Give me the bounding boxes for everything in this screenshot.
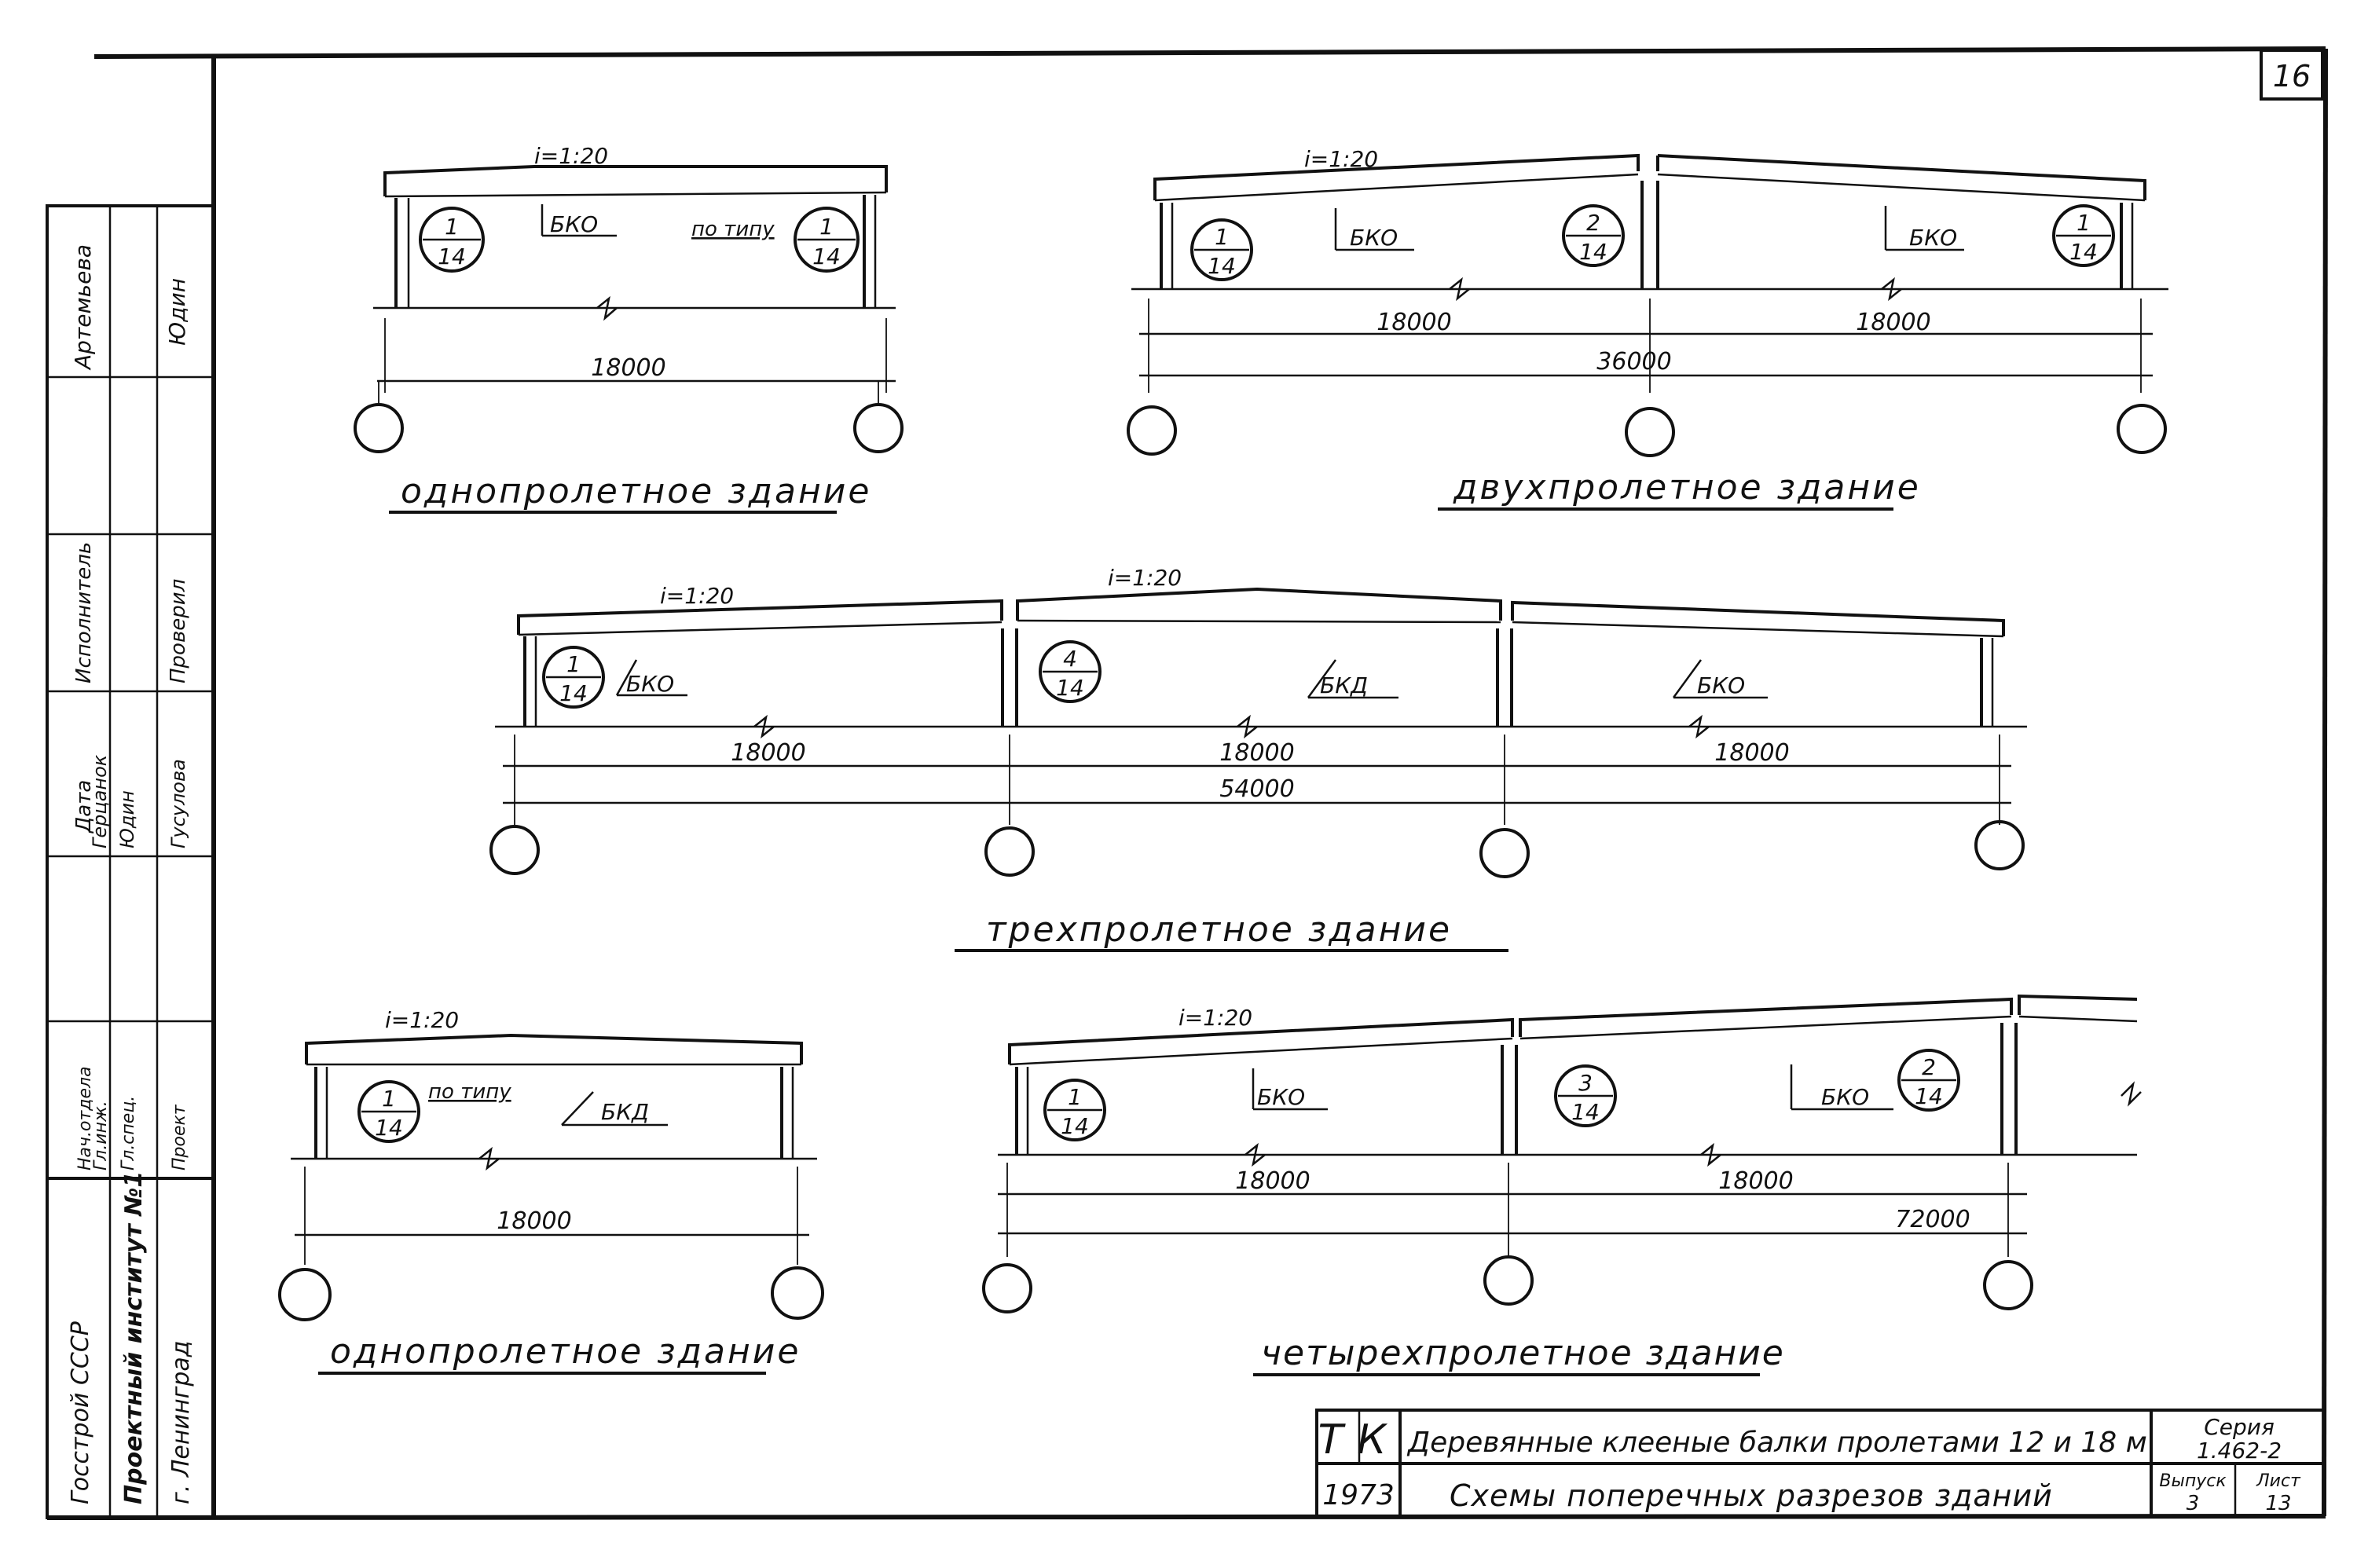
circle-num: 1 [819,214,834,240]
span-dim-1: 18000 [1235,1167,1310,1195]
stamp-label-1: Юдин [164,278,190,346]
title-code: ТК [1318,1416,1401,1464]
stamp-label-10: Гл.спец. [119,1096,138,1171]
circle-num: 1 [2077,210,2091,236]
org-line-2: Проектный институт №1 [120,1171,148,1504]
dim-total: 36000 [1596,348,1671,376]
circle-num: 1 [445,214,459,240]
circle-den: 14 [375,1115,403,1141]
circle-den: 14 [1061,1113,1089,1139]
span-dim-2: 18000 [1219,739,1294,767]
slope-label: i=1:20 [660,583,734,609]
title-year: 1973 [1322,1479,1395,1511]
circle-num: 1 [566,651,581,677]
span-dim-3: 18000 [1714,739,1789,767]
circle-num: 1 [1068,1084,1082,1110]
beam-label: БКО [1257,1084,1305,1110]
scheme-three-span: i=1:20 i=1:20 18000 18000 18000 54000 [489,565,2027,952]
stamp-label-11: Проект [170,1104,189,1171]
beam-label: БКД [601,1099,649,1125]
series-label: Серия [2204,1414,2275,1440]
dim-total: 18000 [497,1207,571,1235]
page-number-box: 16 [2260,49,2324,101]
beam-label: БКО [1697,672,1745,698]
circle-num: 2 [1586,210,1600,236]
circle-num: 3 [1578,1070,1593,1096]
stamp-label-7: Гусулова [167,759,189,848]
stamp-label-6: Юдин [116,790,138,848]
page-number: 16 [2273,59,2311,93]
po-tipu-label: по типу [691,218,775,241]
issue-value: 3 [2187,1492,2200,1515]
stamp-label-8: Нач.отдела [75,1066,95,1171]
scheme-one-span-bottom: i=1:20 18000 1 14 по типу БКД однопролет… [278,1007,824,1375]
sheet-value: 13 [2265,1492,2291,1515]
dim-total: 54000 [1219,775,1294,803]
span-dim-1: 18000 [731,739,805,767]
dim-total: 18000 [591,354,665,382]
org-line-3: г. Ленинград [167,1340,195,1504]
stamp-label-4: Дата [72,780,96,833]
title-line-2: Схемы поперечных разрезов зданий [1450,1478,2053,1513]
circle-num: 4 [1063,646,1077,672]
circle-num: 2 [1922,1054,1936,1080]
scheme-title: однопролетное здание [330,1332,801,1372]
slope-label: i=1:20 [534,143,608,169]
circle-den: 14 [438,244,466,269]
beam-label: БКО [1821,1084,1869,1110]
scheme-title: четырехпролетное здание [1261,1333,1785,1373]
stamp-label-3: Проверил [167,579,190,683]
circle-den: 14 [1571,1099,1600,1125]
circle-den: 14 [812,244,841,269]
scheme-title: однопролетное здание [401,471,871,511]
dim-total: 72000 [1895,1206,1970,1233]
stamp-label-2: Исполнитель [72,542,96,683]
title-block: ТК 1973 Деревянные клееные балки пролета… [1315,1409,2326,1519]
issue-label: Выпуск [2159,1471,2227,1491]
beam-label: БКО [550,211,598,237]
scheme-title: двухпролетное здание [1453,467,1921,507]
stamp-label-9: Гл.инж. [91,1101,111,1171]
circle-den: 14 [1056,675,1084,701]
circle-num: 1 [382,1086,396,1112]
circle-den: 14 [1579,239,1607,265]
circle-den: 14 [1915,1083,1943,1109]
beam-label: БКО [1350,225,1398,251]
circle-den: 14 [2069,239,2098,265]
stamp-label-0: Артемьева [70,244,96,371]
sheet-frame [46,46,2328,1520]
series-value: 1.462-2 [2197,1438,2282,1464]
span-dim-1: 18000 [1376,309,1451,336]
beam-label: БКО [626,671,674,697]
side-stamp: Артемьева Юдин Исполнитель Проверил Дата… [46,204,215,1519]
circle-den: 14 [559,680,588,706]
sheet-label: Лист [2256,1471,2301,1491]
slope-label: i=1:20 [1108,565,1182,591]
slope-label: i=1:20 [385,1007,459,1033]
beam-label: БКО [1909,225,1957,251]
scheme-title: трехпролетное здание [986,910,1452,950]
circle-num: 1 [1215,224,1229,250]
slope-label: i=1:20 [1178,1005,1252,1031]
span-dim-2: 18000 [1856,309,1930,336]
org-line-1: Госстрой СССР [67,1321,94,1504]
po-tipu-label: по типу [428,1080,511,1104]
scheme-two-span: i=1:20 18000 18000 36000 1 14 БКО [1127,146,2168,511]
stamp-label-5: Герцанок [89,754,111,848]
title-line-1: Деревянные клееные балки пролетами 12 и … [1406,1427,2147,1459]
circle-den: 14 [1208,253,1236,279]
span-dim-2: 18000 [1718,1167,1793,1195]
scheme-one-span-top: i=1:20 18000 1 14 БКО по типу 1 14 одноп… [354,143,904,514]
beam-label: БКД [1320,672,1368,698]
scheme-four-span: i=1:20 18000 18000 72000 1 14 БКО [982,994,2142,1376]
